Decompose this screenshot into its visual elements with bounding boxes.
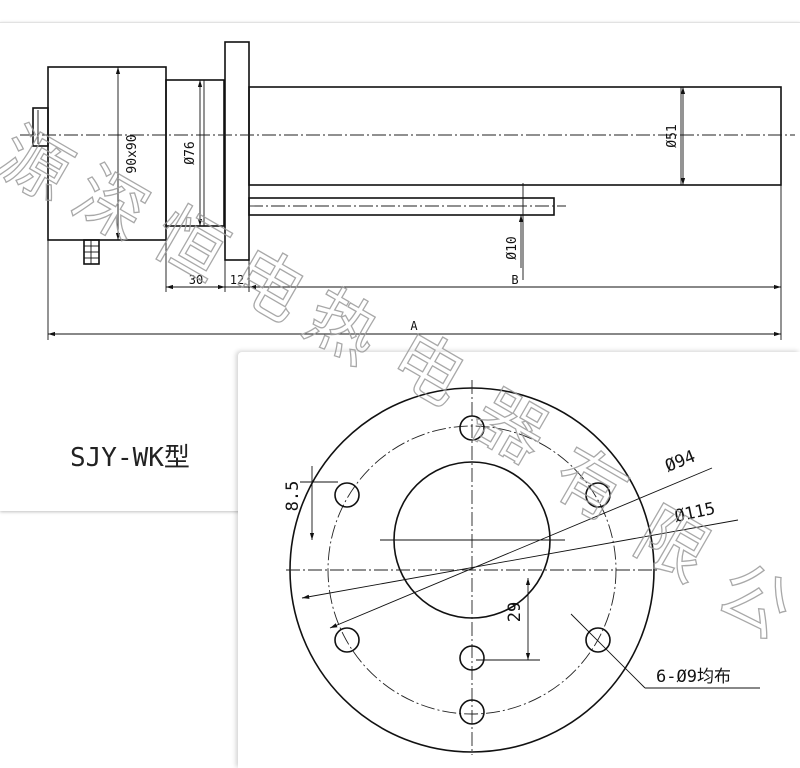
dim-pcd: Ø94 — [662, 447, 698, 477]
cable-gland — [83, 239, 100, 265]
svg-text:有: 有 — [540, 432, 642, 538]
dim-housing: 90x90 — [125, 134, 140, 173]
dim-holes: 6-Ø9均布 — [656, 667, 731, 687]
neck — [165, 79, 225, 227]
dim-offset: 8.5 — [283, 481, 303, 512]
bolt-hole — [459, 645, 485, 671]
bolt-holes — [334, 415, 611, 725]
svg-text:器: 器 — [460, 374, 562, 480]
model-label: SJY-WK型 — [70, 443, 190, 473]
svg-text:恒: 恒 — [140, 192, 242, 298]
dim-length-b: B — [511, 273, 518, 287]
bolt-hole — [585, 482, 611, 508]
dim-tube-dia: Ø51 — [665, 124, 680, 147]
side-view: 90x90 Ø76 Ø51 Ø10 30 12 B A — [20, 41, 795, 340]
heater-tube — [248, 86, 782, 186]
sensor-rod — [248, 197, 555, 216]
watermark: 源 深 恒 电 热 电 器 有 限 公 — [0, 111, 800, 654]
svg-text:深: 深 — [60, 152, 162, 258]
bolt-hole — [459, 699, 485, 725]
bolt-hole — [459, 415, 485, 441]
bolt-hole — [334, 627, 360, 653]
dim-flange-thk: 12 — [230, 273, 244, 287]
bolt-hole — [585, 627, 611, 653]
dim-neck-len: 30 — [189, 273, 203, 287]
flange-view-panel — [238, 352, 800, 768]
terminal-block — [32, 107, 49, 147]
svg-text:公: 公 — [704, 548, 800, 654]
dim-rod-dia: Ø10 — [505, 236, 520, 259]
svg-text:热: 热 — [292, 274, 394, 380]
dim-length-a: A — [410, 319, 418, 333]
dim-gap: 29 — [505, 602, 525, 622]
dim-neck-dia: Ø76 — [183, 141, 198, 164]
bolt-hole — [334, 482, 360, 508]
flange-view: Ø94 Ø115 8.5 29 6-Ø9均布 — [283, 380, 760, 755]
